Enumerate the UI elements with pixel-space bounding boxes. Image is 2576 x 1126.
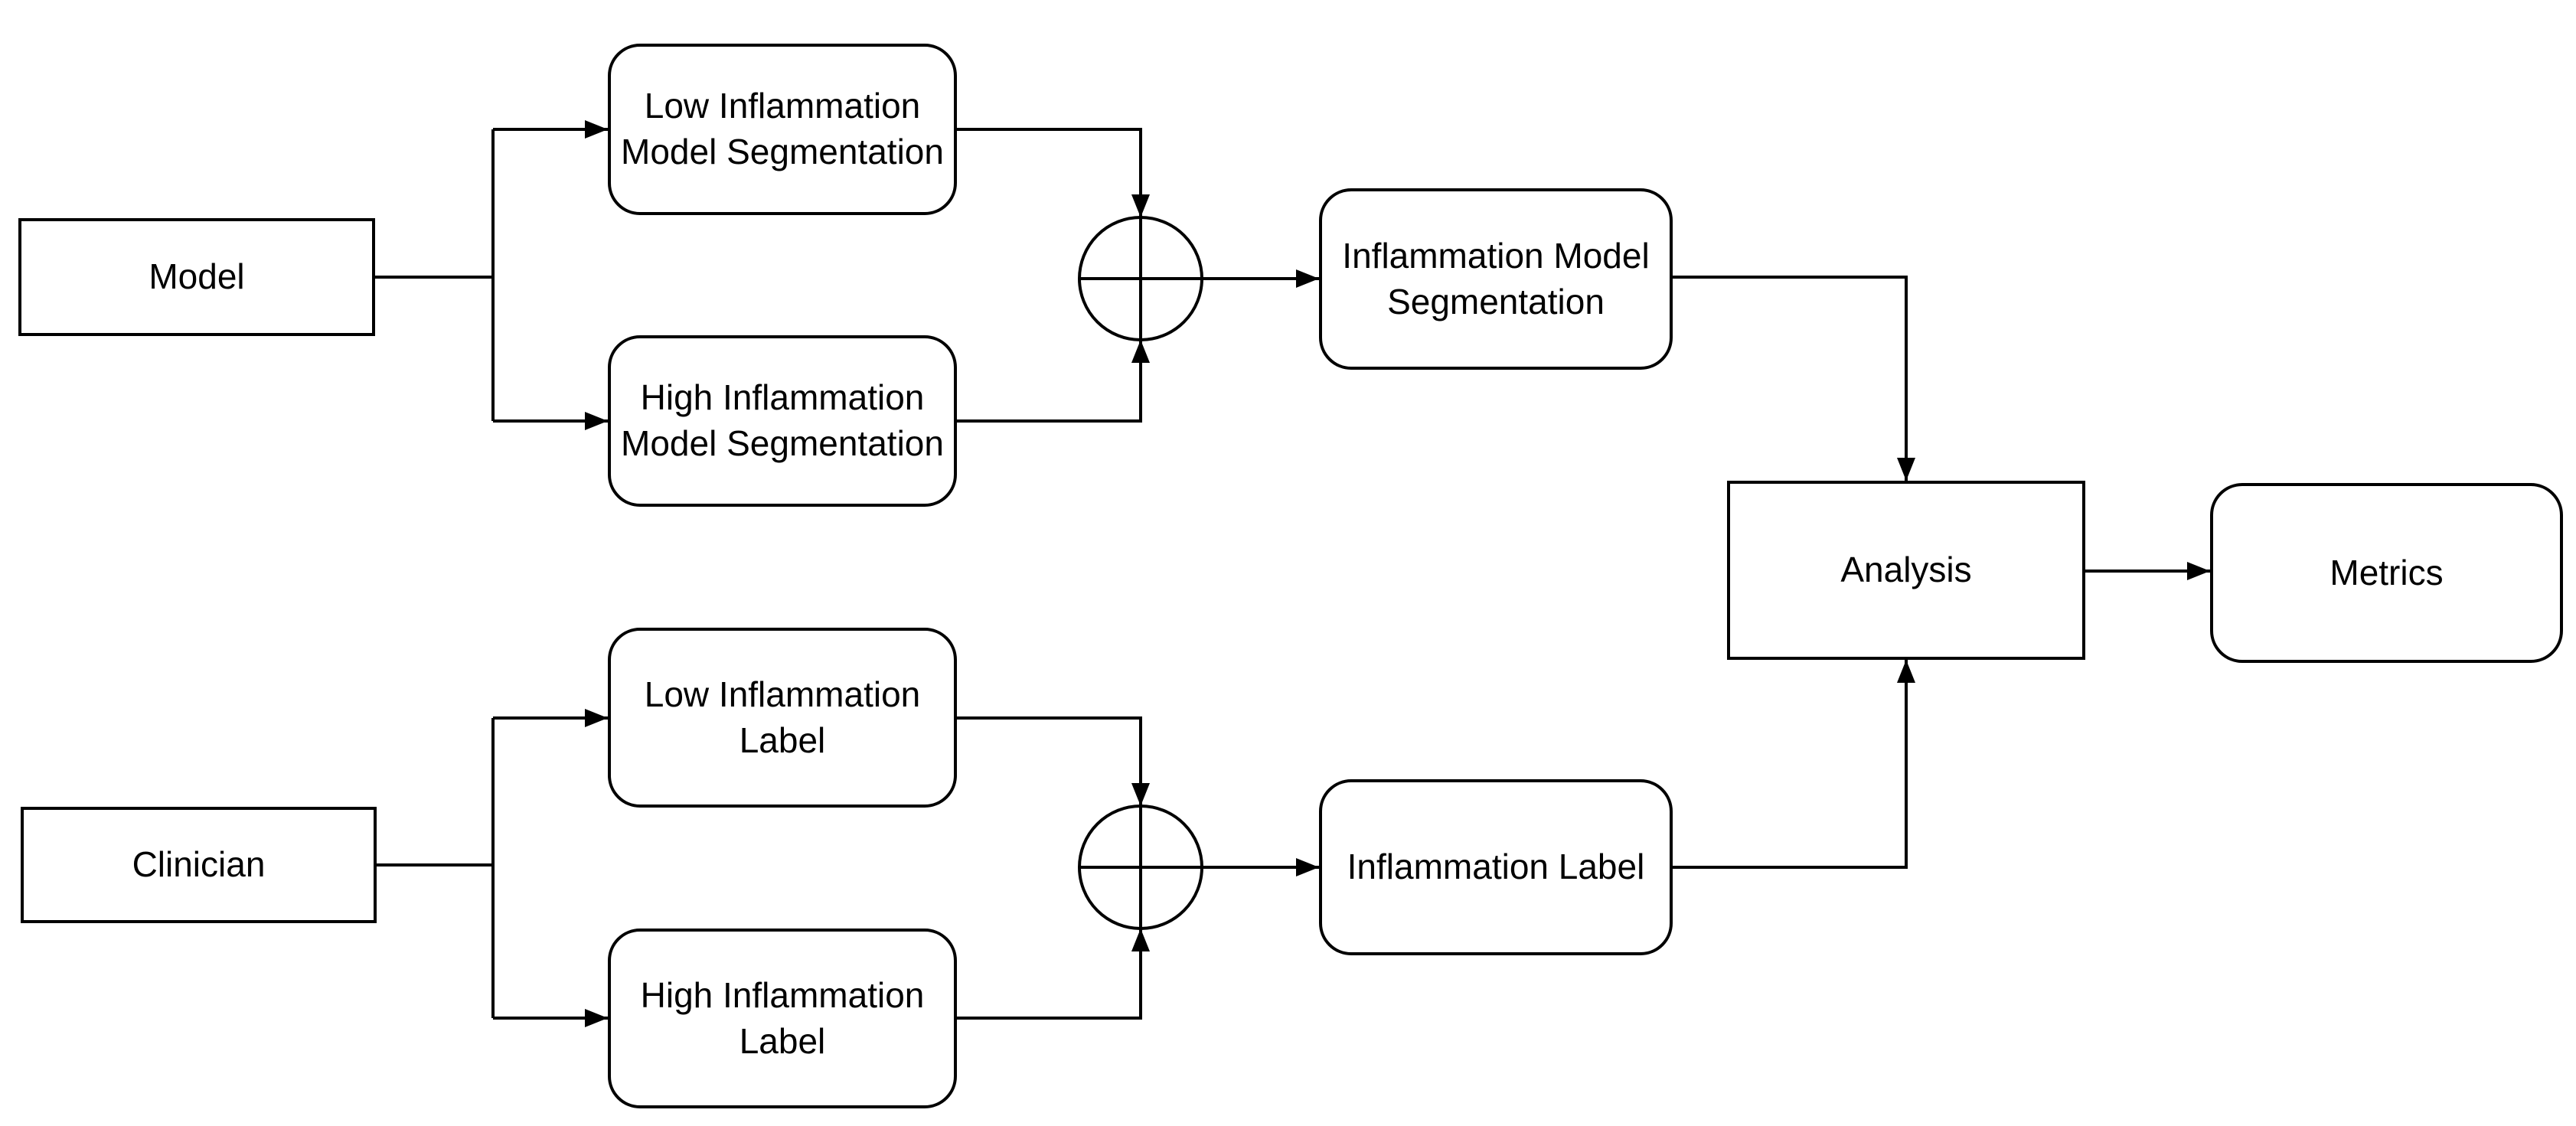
node-inflammation-label: Inflammation Label [1319,779,1673,955]
node-high-inflammation-model-segmentation-label: High Inflammation Model Segmentation [621,377,944,463]
node-clinician: Clinician [21,807,377,923]
node-high-inflammation-label: High Inflammation Label [608,929,957,1108]
node-low-inflammation-model-segmentation-label: Low Inflammation Model Segmentation [621,86,944,171]
node-low-inflammation-label: Low Inflammation Label [608,628,957,808]
edge-inflammation-label-to-analysis [1673,660,1915,869]
node-inflammation-model-segmentation: Inflammation Model Segmentation [1319,188,1673,370]
node-model-label: Model [149,256,245,297]
node-metrics-label: Metrics [2330,552,2444,592]
edge-low-label-to-junction [957,716,1150,806]
node-low-inflammation-model-segmentation: Low Inflammation Model Segmentation [608,44,957,215]
node-analysis-label: Analysis [1840,550,1972,590]
node-analysis: Analysis [1727,481,2085,660]
node-low-inflammation-label-label: Low Inflammation Label [644,674,921,760]
edge-high-label-to-junction [957,929,1150,1020]
node-high-inflammation-model-segmentation: High Inflammation Model Segmentation [608,335,957,507]
edge-low-model-seg-to-junction [957,128,1150,217]
node-inflammation-model-segmentation-label: Inflammation Model Segmentation [1342,235,1650,321]
edge-high-model-seg-to-junction [957,340,1150,423]
node-clinician-label: Clinician [132,844,266,885]
node-high-inflammation-label-label: High Inflammation Label [640,974,925,1061]
edge-inflammation-model-seg-to-analysis [1673,276,1915,481]
node-inflammation-label-label: Inflammation Label [1347,847,1645,887]
node-metrics: Metrics [2210,483,2563,663]
node-model: Model [18,218,375,336]
